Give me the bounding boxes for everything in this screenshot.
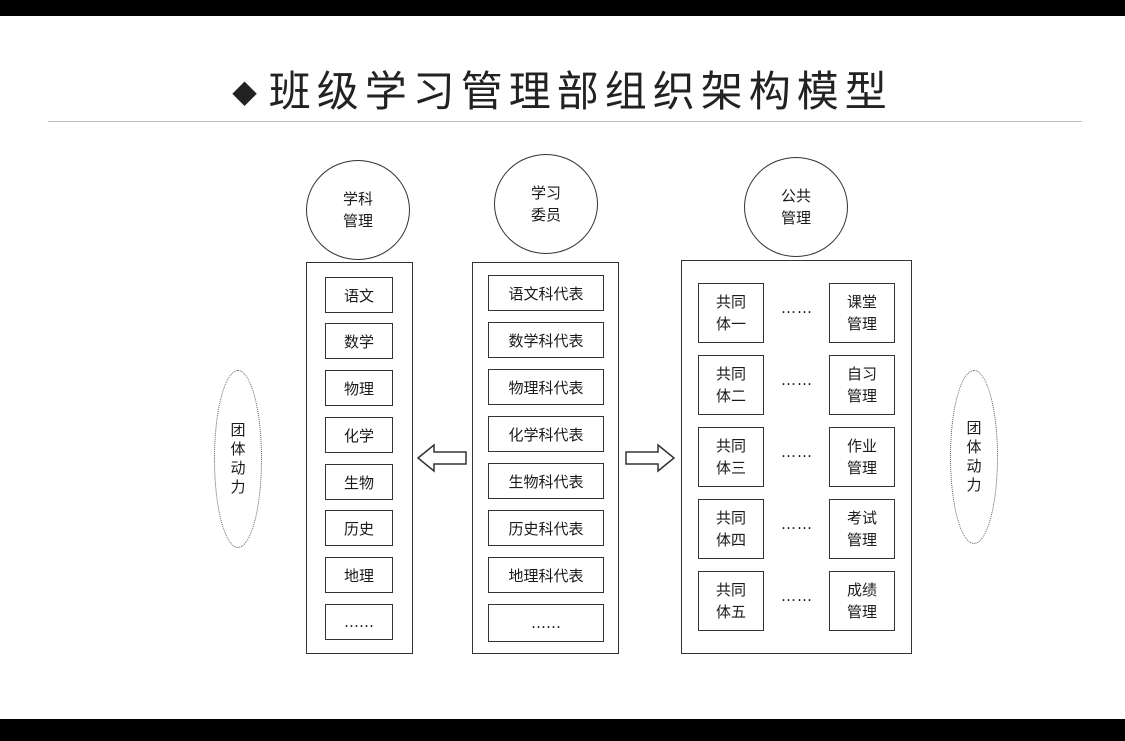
representative-item: 地理科代表 <box>488 557 604 593</box>
subject-item: 化学 <box>325 417 393 453</box>
management-task-box: 成绩管理 <box>829 571 895 631</box>
community-group-box: 共同体三 <box>698 427 764 487</box>
community-group-box: 共同体四 <box>698 499 764 559</box>
ellipsis-connector: …… <box>781 587 813 605</box>
representative-column: 语文科代表 数学科代表 物理科代表 化学科代表 生物科代表 历史科代表 地理科代… <box>472 262 619 654</box>
community-group-label: 共同体一 <box>715 293 746 333</box>
subject-item: 物理 <box>325 370 393 406</box>
management-task-label: 自习管理 <box>846 365 877 405</box>
community-group-label: 共同体四 <box>715 509 746 549</box>
subject-item: 数学 <box>325 323 393 359</box>
ellipsis-connector: …… <box>781 515 813 533</box>
group-dynamics-oval-left: 团体动力 <box>214 370 262 548</box>
community-group-box: 共同体五 <box>698 571 764 631</box>
diamond-bullet-icon: ◆ <box>232 72 263 110</box>
bottom-black-bar <box>0 719 1125 741</box>
representative-item: 生物科代表 <box>488 463 604 499</box>
management-task-box: 作业管理 <box>829 427 895 487</box>
title-divider <box>48 121 1082 122</box>
management-task-label: 考试管理 <box>846 509 877 549</box>
representative-item: 化学科代表 <box>488 416 604 452</box>
community-group-label: 共同体二 <box>715 365 746 405</box>
study-committee-circle: 学习委员 <box>494 154 598 254</box>
slide-title: ◆班级学习管理部组织架构模型 <box>0 58 1125 119</box>
subject-item: …… <box>325 604 393 640</box>
representative-item: 历史科代表 <box>488 510 604 546</box>
management-task-box: 课堂管理 <box>829 283 895 343</box>
top-black-bar <box>0 0 1125 16</box>
subject-column: 语文 数学 物理 化学 生物 历史 地理 …… <box>306 262 413 654</box>
subject-management-circle: 学科管理 <box>306 160 410 260</box>
representative-item: 数学科代表 <box>488 322 604 358</box>
public-management-circle: 公共管理 <box>744 157 848 257</box>
management-task-box: 自习管理 <box>829 355 895 415</box>
representative-item: …… <box>488 604 604 642</box>
left-arrow-icon <box>416 443 467 473</box>
community-group-label: 共同体三 <box>715 437 746 477</box>
management-task-label: 成绩管理 <box>846 581 877 621</box>
study-committee-label: 学习委员 <box>530 184 561 224</box>
right-arrow-icon <box>625 443 676 473</box>
group-dynamics-label-right: 团体动力 <box>966 419 982 494</box>
subject-item: 历史 <box>325 510 393 546</box>
representative-item: 语文科代表 <box>488 275 604 311</box>
ellipsis-connector: …… <box>781 299 813 317</box>
management-task-box: 考试管理 <box>829 499 895 559</box>
subject-item: 语文 <box>325 277 393 313</box>
community-group-label: 共同体五 <box>715 581 746 621</box>
community-group-box: 共同体二 <box>698 355 764 415</box>
ellipsis-connector: …… <box>781 443 813 461</box>
management-task-label: 课堂管理 <box>846 293 877 333</box>
subject-item: 地理 <box>325 557 393 593</box>
group-dynamics-label-left: 团体动力 <box>230 421 246 496</box>
subject-item: 生物 <box>325 464 393 500</box>
representative-item: 物理科代表 <box>488 369 604 405</box>
public-management-label: 公共管理 <box>780 187 811 227</box>
community-group-box: 共同体一 <box>698 283 764 343</box>
ellipsis-connector: …… <box>781 371 813 389</box>
slide-title-text: 班级学习管理部组织架构模型 <box>268 67 893 116</box>
subject-management-label: 学科管理 <box>342 190 373 230</box>
group-dynamics-oval-right: 团体动力 <box>950 370 998 544</box>
community-column: 共同体一 …… 课堂管理 共同体二 …… 自习管理 共同体三 …… 作业管理 共… <box>681 260 912 654</box>
management-task-label: 作业管理 <box>846 437 877 477</box>
